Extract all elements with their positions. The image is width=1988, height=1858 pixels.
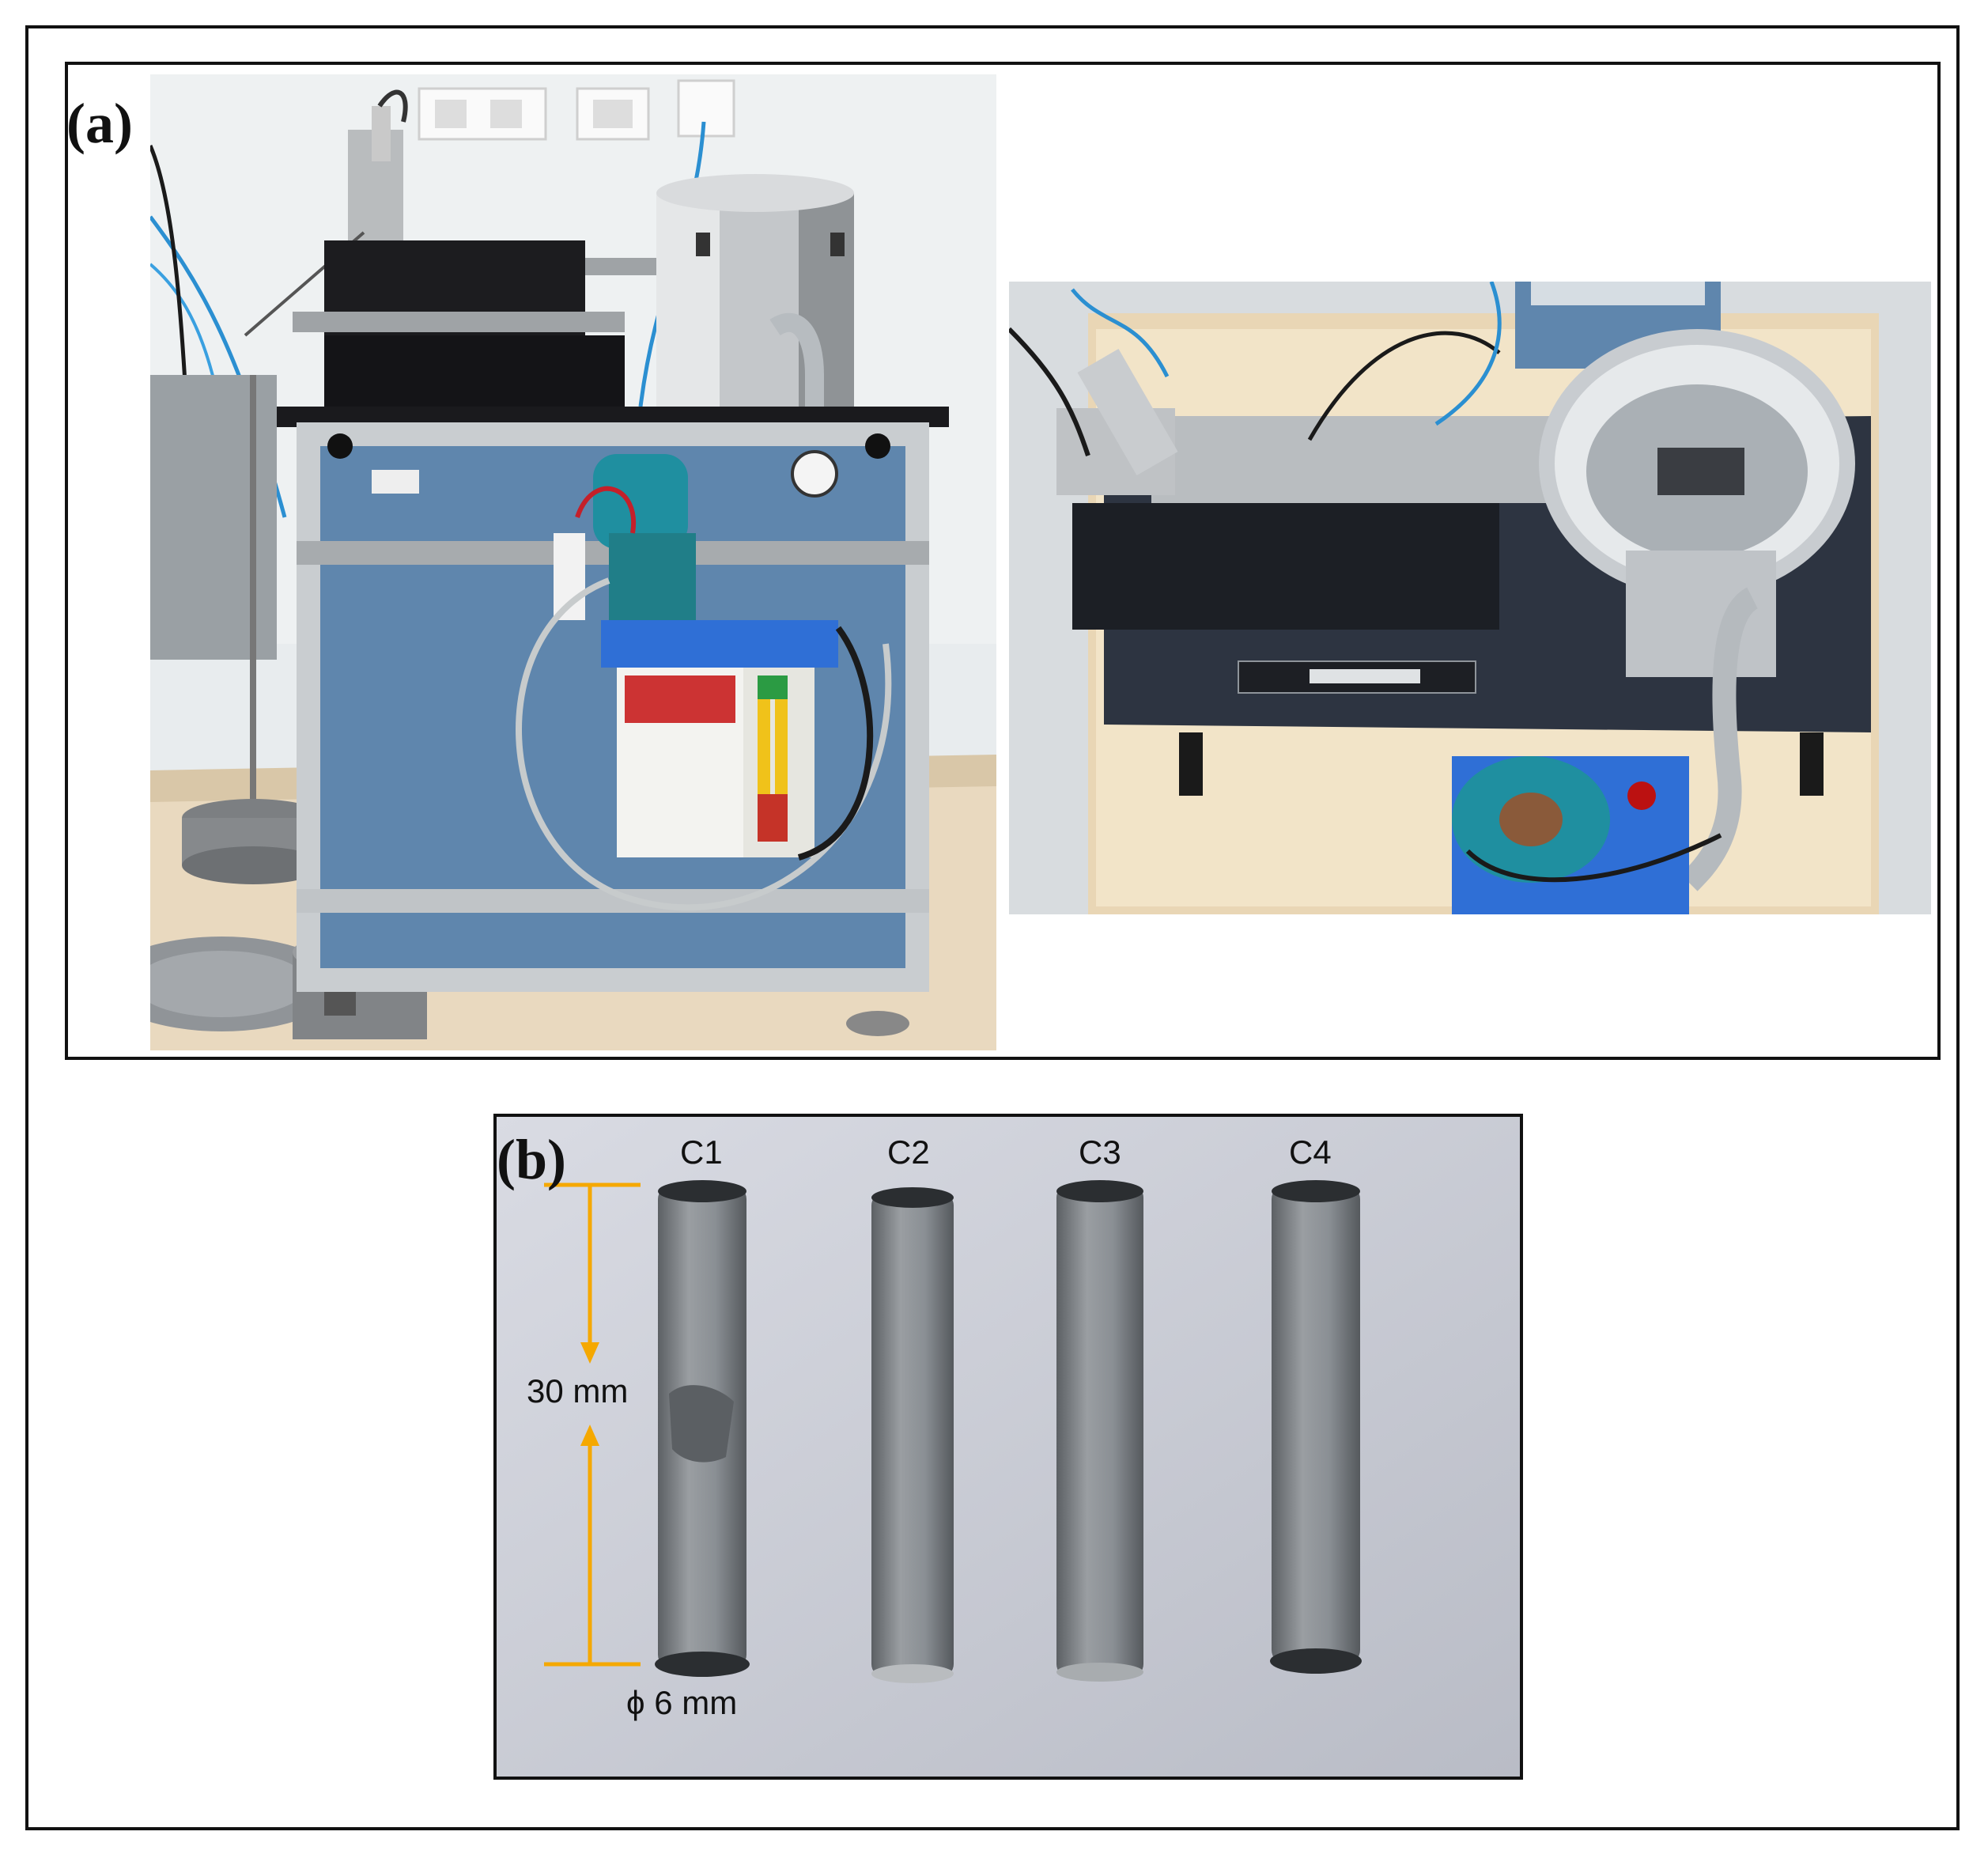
specimen-label-c2: C2 — [887, 1133, 930, 1171]
figure-frame — [25, 25, 1960, 1830]
diameter-dimension-label: ϕ 6 mm — [626, 1684, 738, 1721]
specimen-rod-c4 — [1270, 1180, 1362, 1674]
photo-tribometer-top — [1009, 282, 1931, 914]
length-dimension-arrow — [544, 1183, 641, 1667]
panel-b-label: (b) — [497, 1128, 566, 1191]
specimen-rod-c2 — [871, 1187, 954, 1683]
length-dimension-label: 30 mm — [527, 1372, 629, 1410]
specimen-rod-c3 — [1056, 1180, 1143, 1682]
panel-a-label: (a) — [66, 92, 133, 155]
specimen-label-c3: C3 — [1079, 1133, 1121, 1171]
specimen-label-c4: C4 — [1289, 1133, 1332, 1171]
specimen-label-c1: C1 — [680, 1133, 723, 1171]
specimen-rod-c1 — [655, 1180, 750, 1677]
photo-tribometer-front — [150, 74, 996, 1050]
panel-b-frame — [493, 1114, 1523, 1780]
